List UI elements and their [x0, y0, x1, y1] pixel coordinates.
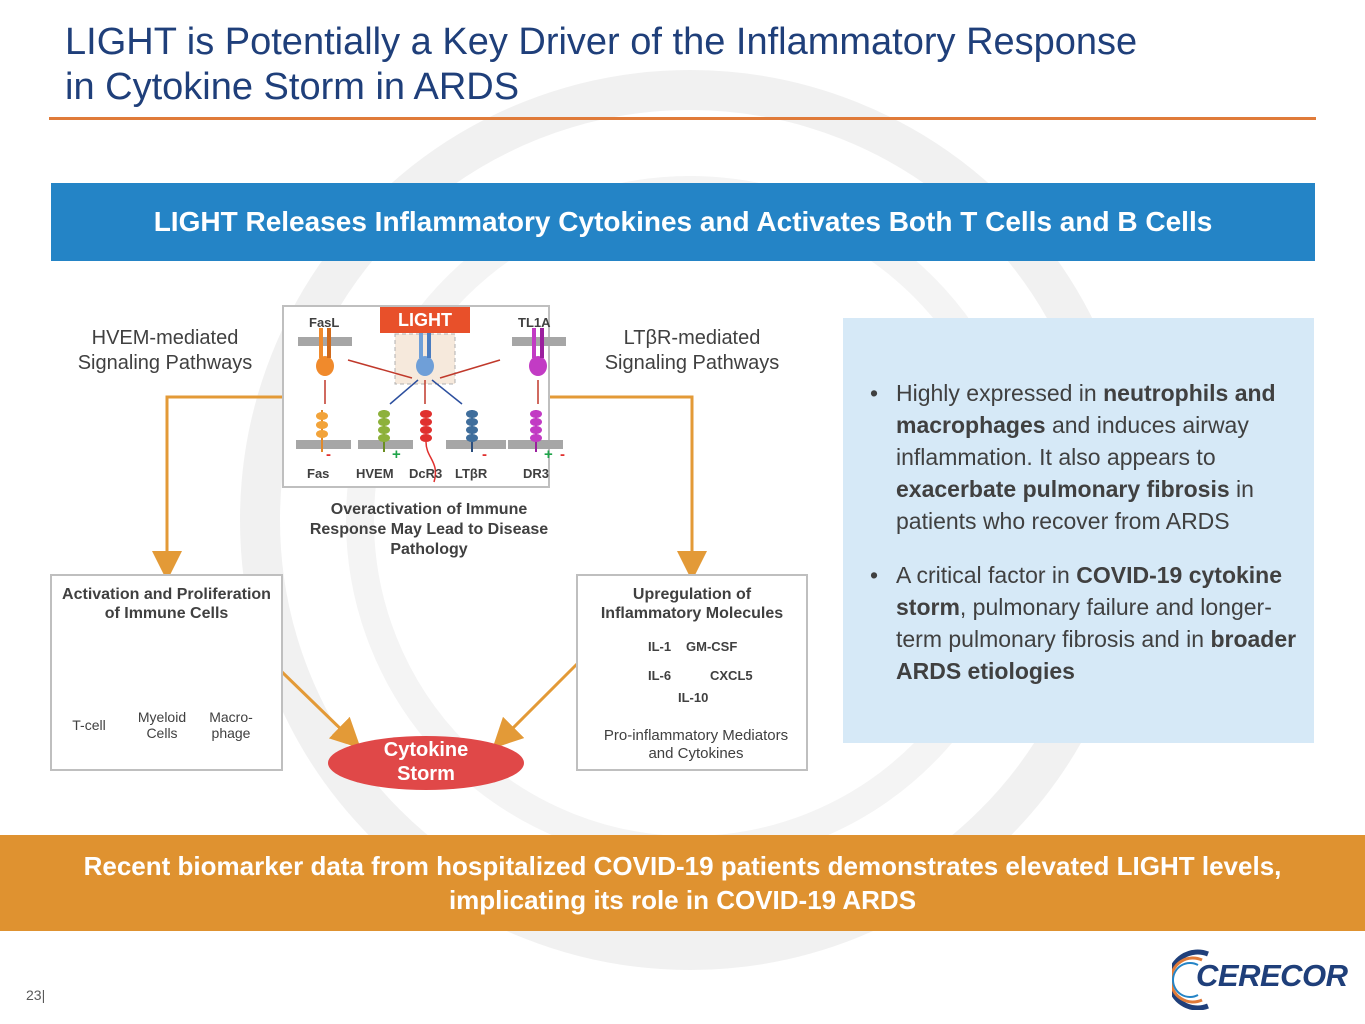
key-points-list: • Highly expressed in neutrophils and ma…	[870, 377, 1310, 709]
key-point-1: • Highly expressed in neutrophils and ma…	[870, 377, 1310, 537]
mediators-caption-line-2: and Cytokines	[648, 745, 744, 762]
hvem-pathway-line-1: HVEM-mediated	[91, 327, 239, 349]
overactivation-caption: Overactivation of Immune Response May Le…	[300, 500, 558, 560]
tl1a-trimer-icon	[529, 328, 547, 376]
cerecor-logo-text: CERECOR	[1196, 958, 1348, 993]
dr3-minus-sign: -	[560, 446, 565, 463]
page-title: LIGHT is Potentially a Key Driver of the…	[65, 20, 1295, 110]
bullet-dot: •	[870, 562, 879, 588]
key-point-2-text-a: A critical factor in	[896, 562, 1077, 588]
macrophage-label-line-1: Macro-	[209, 709, 253, 725]
key-point-2: • A critical factor in COVID-19 cytokine…	[870, 559, 1310, 687]
inflammatory-molecules-panel-title: Upregulation of Inflammatory Molecules	[578, 585, 806, 623]
immune-cells-title-line-2: of Immune Cells	[104, 605, 229, 622]
conclusion-banner: Recent biomarker data from hospitalized …	[0, 835, 1365, 931]
conclusion-line-2: implicating its role in COVID-19 ARDS	[448, 885, 917, 915]
hvem-label: HVEM	[356, 466, 394, 481]
page-number: 23|	[26, 987, 46, 1003]
mediator-il10: IL-10	[678, 690, 709, 705]
fasl-trimer-icon	[316, 328, 334, 376]
cerecor-logo-icon	[1172, 949, 1209, 1010]
fas-label: Fas	[307, 466, 330, 481]
tl1a-label: TL1A	[518, 315, 551, 330]
cytokine-storm-line-1: Cytokine	[383, 739, 469, 761]
myeloid-label-line-1: Myeloid	[137, 709, 187, 725]
light-ligand-tag: LIGHT	[380, 307, 470, 333]
conclusion-line-1: Recent biomarker data from hospitalized …	[83, 851, 1282, 881]
overactivation-line-1: Overactivation of Immune	[330, 501, 528, 518]
title-divider	[49, 117, 1316, 120]
macrophage-label-line-2: phage	[211, 725, 251, 741]
hvem-pathway-line-2: Signaling Pathways	[77, 352, 253, 374]
key-point-1-text-a: Highly expressed in	[896, 380, 1104, 406]
overactivation-line-2: Response May Lead to Disease	[309, 521, 549, 538]
ltbr-label: LTβR	[455, 466, 488, 481]
macrophage-label: Macro- phage	[199, 709, 263, 741]
fas-minus-sign: -	[326, 446, 331, 463]
t-cell-label: T-cell	[60, 717, 118, 733]
fasl-label: FasL	[309, 315, 340, 330]
mediator-cxcl5: CXCL5	[710, 668, 753, 683]
inflammatory-title-line-2: Inflammatory Molecules	[600, 605, 784, 622]
mediator-gm-csf: GM-CSF	[686, 639, 738, 654]
hvem-plus-sign: +	[392, 446, 401, 463]
title-line-1: LIGHT is Potentially a Key Driver of the…	[65, 21, 1138, 63]
cytokine-storm-line-2: Storm	[397, 763, 455, 785]
mediators-caption-line-1: Pro-inflammatory Mediators	[603, 727, 789, 744]
mediators-caption: Pro-inflammatory Mediators and Cytokines	[590, 727, 802, 763]
lower-membrane-bars	[296, 440, 563, 449]
section-banner: LIGHT Releases Inflammatory Cytokines an…	[51, 183, 1315, 261]
mediator-il1: IL-1	[648, 639, 672, 654]
myeloid-cells-label: Myeloid Cells	[130, 709, 194, 741]
immune-cells-title-line-1: Activation and Proliferation	[62, 586, 271, 603]
immune-cells-panel-title: Activation and Proliferation of Immune C…	[52, 585, 281, 623]
inflammatory-title-line-1: Upregulation of	[632, 586, 752, 603]
cytokine-storm-label: Cytokine Storm	[328, 738, 524, 786]
dcr3-label: DcR3	[409, 466, 443, 481]
title-line-2: in Cytokine Storm in ARDS	[65, 66, 520, 108]
ltbr-pathway-line-1: LTβR-mediated	[623, 327, 761, 349]
mediator-il6: IL-6	[648, 668, 672, 683]
myeloid-label-line-2: Cells	[146, 725, 178, 741]
key-point-1-bold-b: exacerbate pulmonary fibrosis	[896, 476, 1230, 502]
ltbr-pathway-line-2: Signaling Pathways	[604, 352, 780, 374]
ltbr-pathway-label: LTβR-mediated Signaling Pathways	[592, 326, 792, 376]
hvem-pathway-label: HVEM-mediated Signaling Pathways	[60, 326, 270, 376]
dr3-plus-sign: +	[544, 446, 553, 463]
dr3-label: DR3	[523, 466, 550, 481]
overactivation-line-3: Pathology	[390, 541, 468, 558]
t-cell-label-text: T-cell	[72, 717, 106, 733]
bullet-dot: •	[870, 380, 879, 406]
ltbr-minus-sign: -	[482, 446, 487, 463]
